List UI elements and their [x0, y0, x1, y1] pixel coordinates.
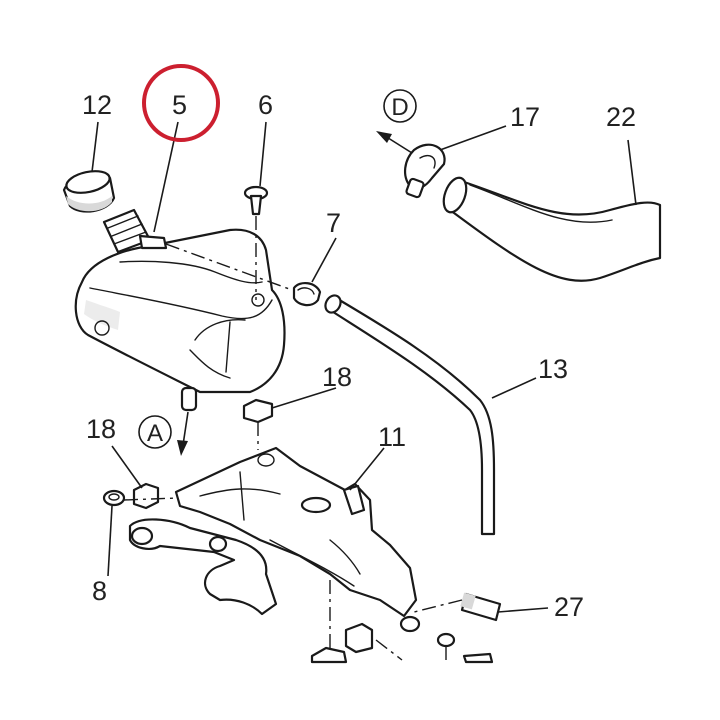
bracket-11 [174, 446, 421, 633]
svg-text:D: D [391, 94, 408, 121]
grommet-18-upper [242, 398, 274, 450]
clamp-17 [404, 143, 446, 199]
callout-22: 22 [606, 102, 636, 132]
clip-7 [292, 282, 322, 307]
callout-18-lower: 18 [86, 414, 116, 444]
connector-27 [413, 592, 502, 622]
direction-marker-d: D [383, 89, 417, 123]
hose-22 [442, 176, 662, 282]
callout-18-upper: 18 [322, 362, 352, 392]
callout-5: 5 [172, 90, 187, 120]
lower-hardware [310, 580, 494, 664]
arrow-to-a [177, 411, 189, 456]
hose-13 [324, 294, 496, 536]
callout-12: 12 [82, 90, 112, 120]
cap-12 [62, 170, 116, 213]
highlight-ring [142, 64, 220, 142]
bracket-arm [128, 518, 278, 616]
callout-13: 13 [538, 354, 568, 384]
callout-27: 27 [554, 592, 584, 622]
callout-8: 8 [92, 576, 107, 606]
callout-7: 7 [326, 208, 341, 238]
grommet-18-lower [132, 482, 160, 510]
svg-text:A: A [147, 420, 163, 447]
arrow-to-d [376, 131, 413, 154]
screw-6 [243, 185, 269, 300]
direction-marker-a: A [138, 415, 172, 449]
callout-17: 17 [510, 102, 540, 132]
expansion-tank-5 [74, 208, 286, 412]
callout-11: 11 [378, 422, 406, 452]
callout-6: 6 [258, 90, 273, 120]
bolt-8 [102, 489, 179, 507]
